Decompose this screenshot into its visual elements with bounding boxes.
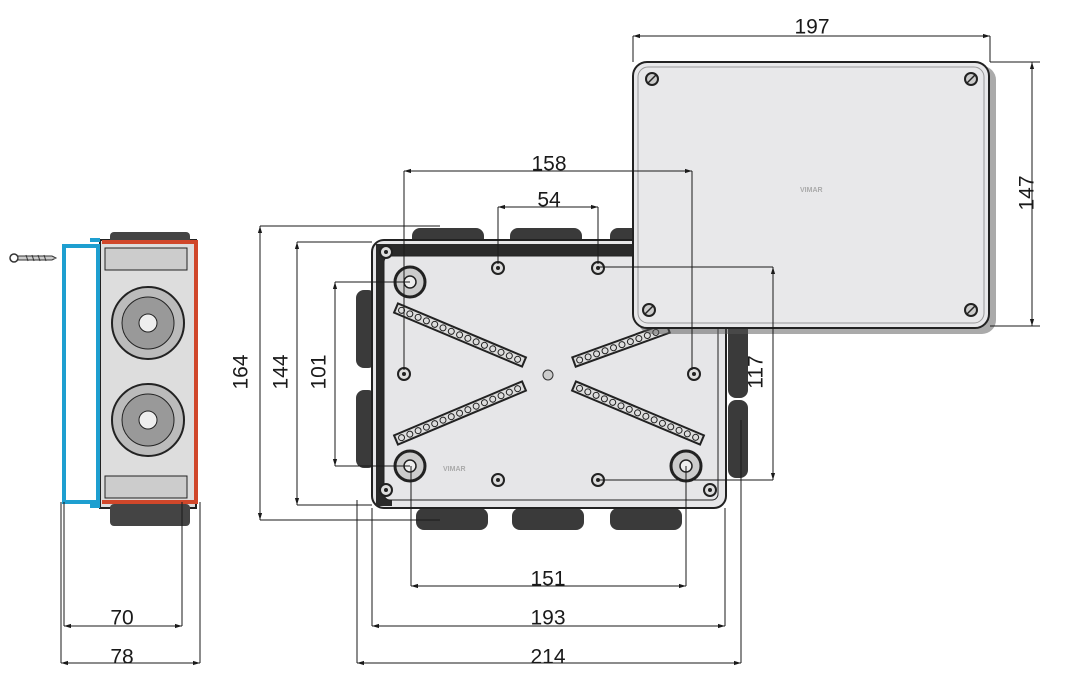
base-outline [62,244,100,504]
dimension-label: 164 [230,354,253,389]
dimension-label: 101 [308,354,331,389]
dimension-label: 214 [530,646,565,669]
cable-gland [610,508,682,530]
dimension-label: 193 [530,607,565,630]
cable-gland [512,508,584,530]
dimension-label: 151 [530,568,565,591]
dimension-body-width: 193 [371,508,726,630]
cable-gland [728,320,748,398]
dimension-depth-overall: 78 [60,502,201,669]
cable-gland [728,400,748,478]
lid-view: VIMAR [632,61,996,334]
dimension-depth-inner: 70 [63,502,183,630]
dimension-lid-height: 147 [990,61,1040,327]
dimension-screw-spacing-top: 158 [403,153,693,370]
screw-icon [9,253,58,263]
dimension-lid-width: 197 [632,16,991,62]
knockout-bottom [111,383,185,457]
lid-logo: VIMAR [800,187,823,194]
dimension-label: 144 [270,354,293,389]
cable-gland [416,508,488,530]
lid-outline [102,240,198,504]
dimension-label: 70 [110,607,133,630]
dimension-body-height: 144 [270,241,372,506]
dimension-label: 117 [745,355,768,388]
dimension-label: 147 [1016,175,1039,210]
dimension-label: 78 [110,646,133,669]
dimension-screw-spacing-vertical: 101 [308,281,410,467]
lid [632,61,990,329]
dimension-overall-height: 164 [230,225,440,521]
terminal-strip [570,380,706,446]
dimension-top-inner-spacing: 54 [497,189,599,264]
terminal-strip [392,380,528,446]
knockout-top [111,286,185,360]
dimension-label: 54 [537,189,561,212]
side-view [9,232,198,526]
dimension-overall-width: 214 [356,420,742,669]
dimension-label: 197 [794,16,829,39]
box-logo: VIMAR [443,466,466,473]
dimension-label: 158 [531,153,566,176]
side-body [99,239,197,509]
terminal-strip [392,302,528,368]
dimension-bottom-screw-spacing: 151 [410,466,687,591]
